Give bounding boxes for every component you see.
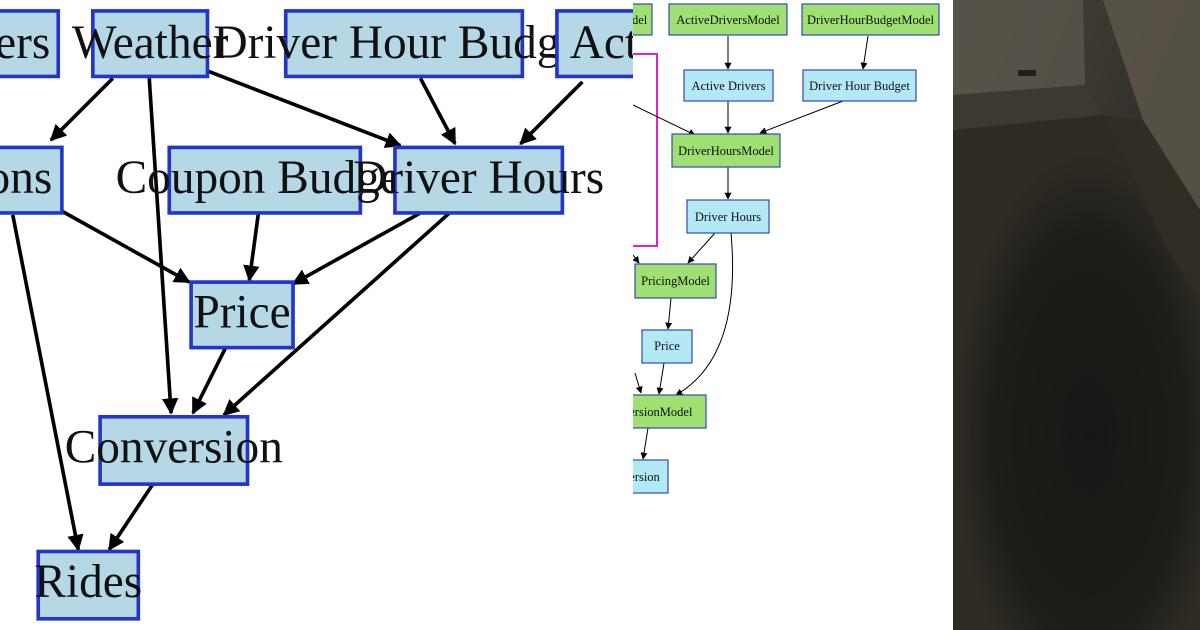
photo-dark-cavity <box>953 115 1200 630</box>
node-rides: Rides <box>34 549 142 621</box>
node-model-top-left: del <box>633 3 653 36</box>
node-sessions: sions <box>0 145 64 215</box>
photo-texture-canvas <box>953 0 1200 630</box>
edge-price-conversion-model <box>656 362 665 395</box>
node-active-drivers-label: Active Drivers <box>692 79 766 93</box>
edge-driver-hours-conversion <box>222 211 451 417</box>
model-graph-small-canvas: del ActiveDriversModel DriverHourBudgetM… <box>633 3 940 494</box>
edge-cluster-dhm <box>633 104 696 136</box>
node-conversion-model-label: versionModel <box>633 405 693 419</box>
node-active-drivers: Active Drivers <box>683 69 774 102</box>
edge-driver-hours-pricing <box>687 232 716 264</box>
model-graph-small: del ActiveDriversModel DriverHourBudgetM… <box>633 0 953 630</box>
node-driver-hour-budget-label: Driver Hour Budget <box>214 17 595 69</box>
highlight-cluster-border <box>633 53 658 247</box>
node-driver-hour-budget-model: DriverHourBudgetModel <box>801 3 940 36</box>
photo-upper-block <box>953 0 1085 95</box>
edge-dhbm-dhb <box>860 35 869 70</box>
edge-dhb-dhm <box>759 100 844 134</box>
node-riders: ders <box>0 9 61 79</box>
causal-graph-large: ders Weather Driver Hour Budget Active s… <box>0 9 633 621</box>
photo-upper-right-block <box>1103 0 1200 210</box>
node-conversion-label: Conversion <box>65 421 283 473</box>
node-price-small-label: Price <box>654 339 680 353</box>
node-price-small: Price <box>641 329 693 364</box>
node-driver-hours-model-label: DriverHoursModel <box>678 144 774 158</box>
node-pricing-model-label: PricingModel <box>641 274 710 288</box>
node-weather-label: Weather <box>72 17 229 69</box>
edge-sessions-rides <box>10 214 84 552</box>
node-conversion-small: version <box>633 459 669 494</box>
photo-shade <box>953 0 1200 630</box>
node-active-drivers-model-label: ActiveDriversModel <box>676 13 780 27</box>
edge-sessions-price <box>60 209 191 284</box>
photo-diagonal-edge <box>1103 115 1200 300</box>
edge-weather-sessions <box>49 76 115 142</box>
edge-weather-conversion <box>147 78 179 415</box>
node-driver-hour-budget-model-label: DriverHourBudgetModel <box>807 13 935 27</box>
node-sessions-label: sions <box>0 152 52 204</box>
node-rides-label: Rides <box>34 556 142 608</box>
node-model-top-left-label: del <box>633 13 648 27</box>
edge-cluster-pricing <box>633 254 640 264</box>
node-price-label: Price <box>193 287 290 339</box>
edge-left-conversion-model <box>634 372 643 394</box>
edge-active-driver-hours <box>519 80 584 146</box>
edge-dhb-driver-hours <box>418 77 457 146</box>
node-riders-label: ders <box>0 17 50 69</box>
node-conversion-small-label: version <box>633 470 661 484</box>
photo-screw-mark <box>1018 70 1036 76</box>
node-active-label: Active <box>570 17 633 69</box>
causal-graph-large-canvas: ders Weather Driver Hour Budget Active s… <box>0 9 633 621</box>
node-driver-hour-budget: Driver Hour Budget <box>214 9 595 79</box>
photo-texture <box>953 0 1200 630</box>
node-coupon-budget-label: Coupon Budget <box>116 152 414 204</box>
node-price: Price <box>189 280 295 350</box>
edge-driver-hours-conversion-model <box>675 232 734 396</box>
node-driver-hour-budget-small-label: Driver Hour Budget <box>809 79 910 93</box>
edge-coupon-price <box>243 212 261 282</box>
node-weather: Weather <box>72 9 229 79</box>
node-coupon-budget: Coupon Budget <box>116 145 414 215</box>
node-driver-hours-model: DriverHoursModel <box>671 133 781 168</box>
node-active-drivers-model: ActiveDriversModel <box>668 3 788 36</box>
node-pricing-model: PricingModel <box>634 263 717 299</box>
node-driver-hour-budget-small: Driver Hour Budget <box>802 69 917 102</box>
node-conversion-model: versionModel <box>633 394 707 429</box>
edge-driver-hours-price <box>291 211 422 286</box>
node-driver-hours-small: Driver Hours <box>686 199 770 234</box>
edge-conversion-rides <box>107 483 155 552</box>
node-driver-hours: Driver Hours <box>353 145 604 215</box>
node-active: Active <box>555 9 633 79</box>
edge-pricing-price <box>665 297 673 330</box>
edge-price-conversion <box>191 346 228 415</box>
node-driver-hours-small-label: Driver Hours <box>695 210 761 224</box>
node-conversion: Conversion <box>65 414 283 486</box>
node-driver-hours-label: Driver Hours <box>353 152 604 204</box>
edge-weather-driver-hours <box>206 69 402 148</box>
edge-conversion-model-conversion <box>640 427 649 460</box>
